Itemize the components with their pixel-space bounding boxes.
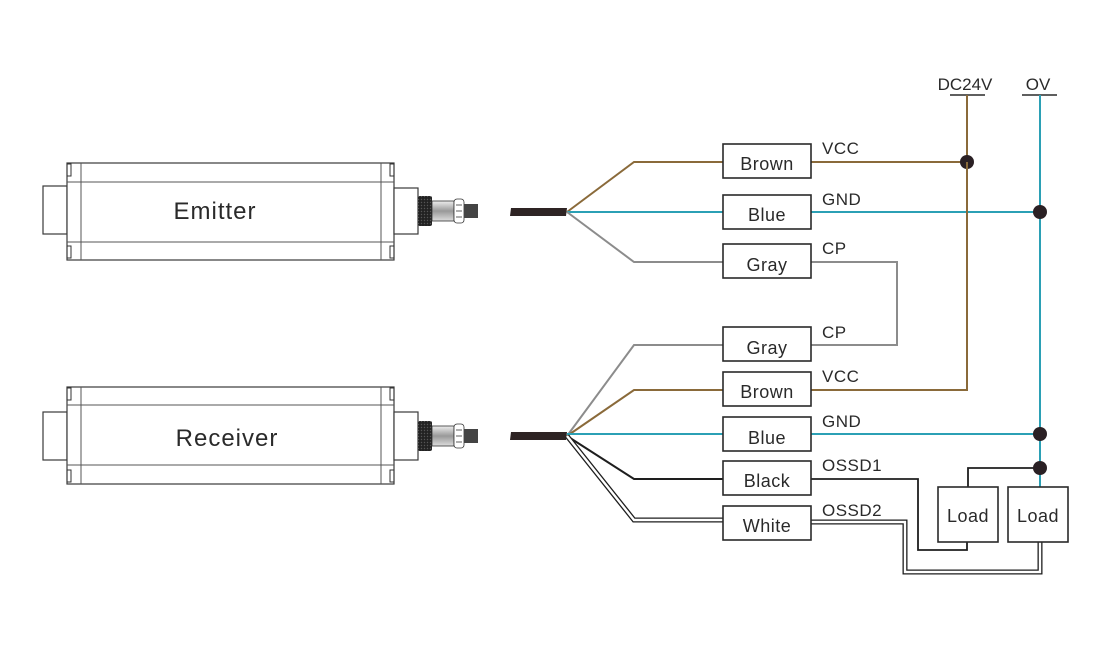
emitter-housing <box>66 162 395 261</box>
wire-box-brown <box>722 371 812 407</box>
receiver-end-cap-left <box>42 411 68 461</box>
emitter-end-cap-right <box>393 187 419 235</box>
cp-link-wire <box>811 261 898 346</box>
signal-label: OSSD1 <box>822 456 882 475</box>
signal-label: OSSD2 <box>822 501 882 520</box>
receiver-wire-brown <box>566 389 723 437</box>
ov-rail: OV <box>1022 75 1057 487</box>
wire-box-label: Gray <box>746 255 787 275</box>
receiver-label: Receiver <box>176 425 279 452</box>
wire-box-label: Brown <box>740 382 794 402</box>
signal-label: CP <box>822 323 847 342</box>
wire-box-brown <box>722 143 812 179</box>
load-label: Load <box>1017 506 1059 526</box>
receiver-device: Receiver <box>42 386 478 485</box>
signal-label: GND <box>822 190 861 209</box>
receiver-wire-gray <box>566 344 723 437</box>
signal-label: GND <box>822 412 861 431</box>
dc24v-rail-label: DC24V <box>938 75 993 94</box>
wire-box-label: Brown <box>740 154 794 174</box>
emitter-cable-sheath <box>510 208 567 216</box>
emitter-wires: Brown VCC Blue GND Gray CP <box>566 139 1047 346</box>
receiver-housing <box>66 386 395 485</box>
junction-dot <box>1033 205 1047 219</box>
wire-box-black <box>722 460 812 496</box>
signal-label: VCC <box>822 367 859 386</box>
wire-box-blue <box>722 194 812 230</box>
load-box-2 <box>1007 486 1069 543</box>
junction-dot <box>1033 427 1047 441</box>
receiver-cable-sheath <box>510 432 567 440</box>
wire-box-label: Gray <box>746 338 787 358</box>
emitter-device: Emitter <box>42 162 478 261</box>
emitter-wire-brown <box>566 161 723 213</box>
load-common-wire <box>967 467 1040 487</box>
emitter-wire-gray <box>566 211 723 263</box>
wire-box-white <box>722 505 812 541</box>
loads: Load Load <box>937 461 1069 543</box>
signal-label: CP <box>822 239 847 258</box>
wire-box-gray <box>722 326 812 362</box>
ov-rail-label: OV <box>1026 75 1051 94</box>
receiver-wire-black <box>566 435 723 480</box>
wire-box-label: White <box>743 516 792 536</box>
receiver-connector-icon <box>418 421 478 451</box>
emitter-end-cap-left <box>42 185 68 235</box>
receiver-end-cap-right <box>393 411 419 461</box>
receiver-wires: Gray CP Brown VCC Blue GND Black OSSD1 W… <box>565 162 1047 575</box>
wire-box-blue <box>722 416 812 452</box>
wire-box-label: Blue <box>748 205 786 225</box>
dc24v-rail: DC24V <box>938 75 993 390</box>
emitter-connector-icon <box>418 196 478 226</box>
wire-box-label: Blue <box>748 428 786 448</box>
emitter-label: Emitter <box>173 198 256 225</box>
junction-dot <box>1033 461 1047 475</box>
load-label: Load <box>947 506 989 526</box>
load-box-1 <box>937 486 999 543</box>
wire-box-label: Black <box>744 471 791 491</box>
wire-box-gray <box>722 243 812 279</box>
signal-label: VCC <box>822 139 859 158</box>
